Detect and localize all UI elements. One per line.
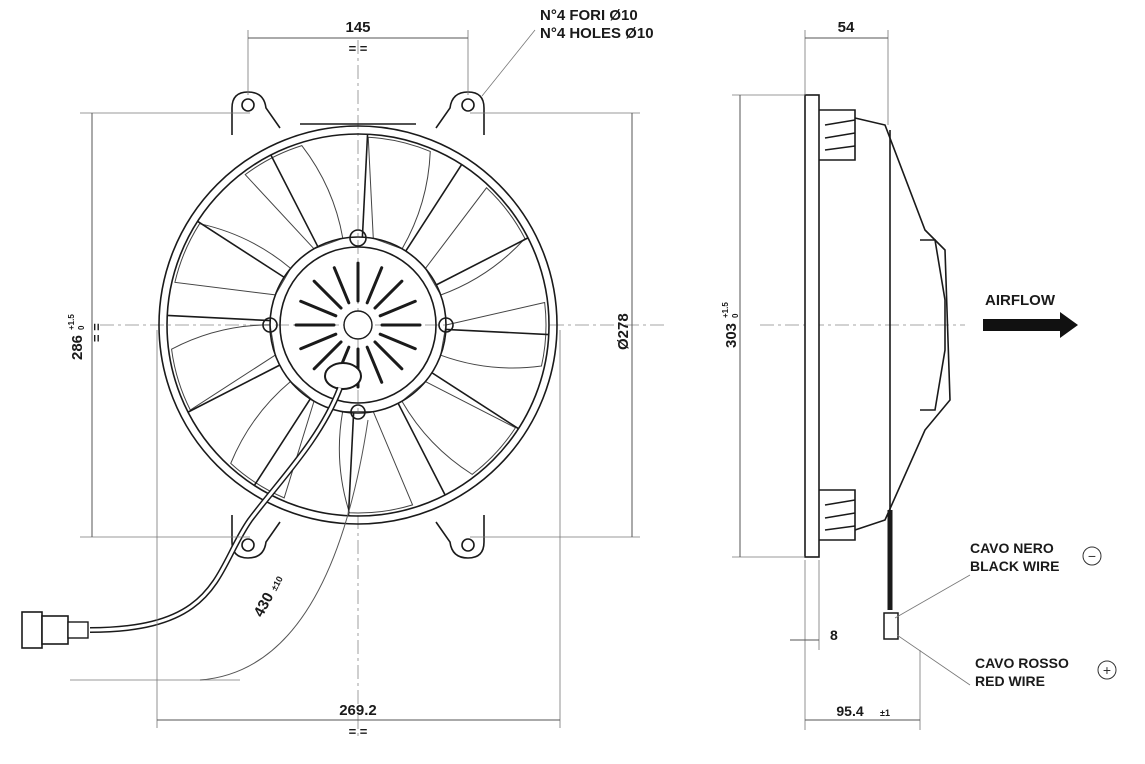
symmetry-mark-top: = = [349, 41, 368, 56]
svg-text:286: 286 [69, 335, 86, 360]
support-spoke [347, 412, 355, 516]
width-dim: 269.2 [339, 702, 377, 719]
airflow-arrow-icon [983, 312, 1078, 338]
support-spoke [197, 220, 285, 278]
fan-blade [244, 145, 344, 250]
svg-text:±1: ±1 [880, 708, 890, 718]
motor-rib [365, 345, 384, 384]
fan-blade [171, 324, 276, 411]
motor-rib [312, 279, 343, 310]
support-spoke [270, 154, 319, 248]
airflow-label: AIRFLOW [985, 292, 1056, 309]
fan-blade [440, 301, 547, 369]
fan-blade [424, 187, 526, 296]
height-dim-side: 303 +1.5 0 [721, 302, 740, 348]
support-spoke [435, 237, 529, 286]
motor-rib [373, 279, 404, 310]
support-spokes [167, 134, 549, 516]
symmetry-mark-left: = = [89, 323, 104, 342]
support-spoke [397, 402, 446, 496]
cable-grommet [324, 362, 362, 390]
svg-text:303: 303 [723, 323, 740, 348]
hole-note-en: N°4 HOLES Ø10 [540, 25, 654, 42]
hole-note-it: N°4 FORI Ø10 [540, 7, 638, 24]
motor-rib [299, 299, 338, 318]
motor-screw-left [262, 317, 278, 333]
overall-depth-dim: 95.4 [836, 703, 863, 719]
positive-symbol-icon: + [1103, 662, 1111, 678]
fan-blade [367, 136, 431, 250]
support-spoke [405, 164, 463, 252]
motor-rib [332, 266, 351, 305]
side-view: 54 303 +1.5 0 AIRFLOW 8 95.4 ±1 CAVO NER… [721, 19, 1117, 730]
front-view: 145 = = N°4 FORI Ø10 N°4 HOLES Ø10 286 +… [21, 7, 665, 740]
support-spoke [253, 398, 311, 486]
depth-dim: 54 [838, 19, 855, 36]
motor-ribs [294, 261, 422, 389]
svg-text:+1.5: +1.5 [67, 314, 76, 330]
motor-screw-right [438, 317, 454, 333]
negative-symbol-icon: − [1088, 548, 1096, 564]
cable-length-dim: 430 ±10 [251, 575, 285, 620]
fan-blade [230, 380, 315, 499]
fan-blade [338, 411, 414, 514]
black-wire-en: BLACK WIRE [970, 558, 1059, 574]
svg-text:0: 0 [731, 313, 740, 318]
red-wire-it: CAVO ROSSO [975, 655, 1069, 671]
black-wire-it: CAVO NERO [970, 540, 1054, 556]
support-spoke [187, 364, 281, 413]
motor-rib [378, 299, 417, 318]
fan-blade [174, 223, 292, 296]
support-spoke [361, 134, 369, 238]
symmetry-mark-bottom: = = [349, 724, 368, 739]
fan-blades [171, 136, 547, 514]
support-spoke [431, 372, 519, 430]
connector [21, 611, 89, 649]
motor-logo [343, 310, 373, 340]
motor-body-side [854, 117, 951, 531]
svg-text:0: 0 [77, 325, 86, 330]
diameter-dim: Ø278 [615, 313, 632, 350]
red-wire-en: RED WIRE [975, 673, 1045, 689]
motor-screw-bottom [350, 404, 366, 420]
hole-spacing-dim: 145 [345, 19, 370, 36]
support-spoke [445, 328, 549, 336]
wire-terminal [883, 612, 899, 640]
motor-rib [378, 332, 417, 351]
motor-rib [373, 340, 404, 371]
motor-rib [312, 340, 343, 371]
svg-text:430: 430 [251, 590, 278, 620]
flange-dim: 8 [830, 627, 838, 643]
shroud-ring-inner [166, 133, 550, 517]
shroud-ring-outer [158, 125, 558, 525]
motor-housing [269, 236, 447, 414]
support-spoke [167, 314, 271, 322]
height-dim-front: 286 +1.5 0 [67, 314, 86, 360]
shroud-flange [804, 94, 820, 558]
motor-rib [299, 332, 338, 351]
fins-top [819, 109, 856, 541]
motor-screw-top [349, 229, 367, 247]
svg-text:+1.5: +1.5 [721, 302, 730, 318]
fan-blade [401, 380, 517, 475]
motor-rib [365, 266, 384, 305]
svg-text:±10: ±10 [269, 575, 285, 593]
